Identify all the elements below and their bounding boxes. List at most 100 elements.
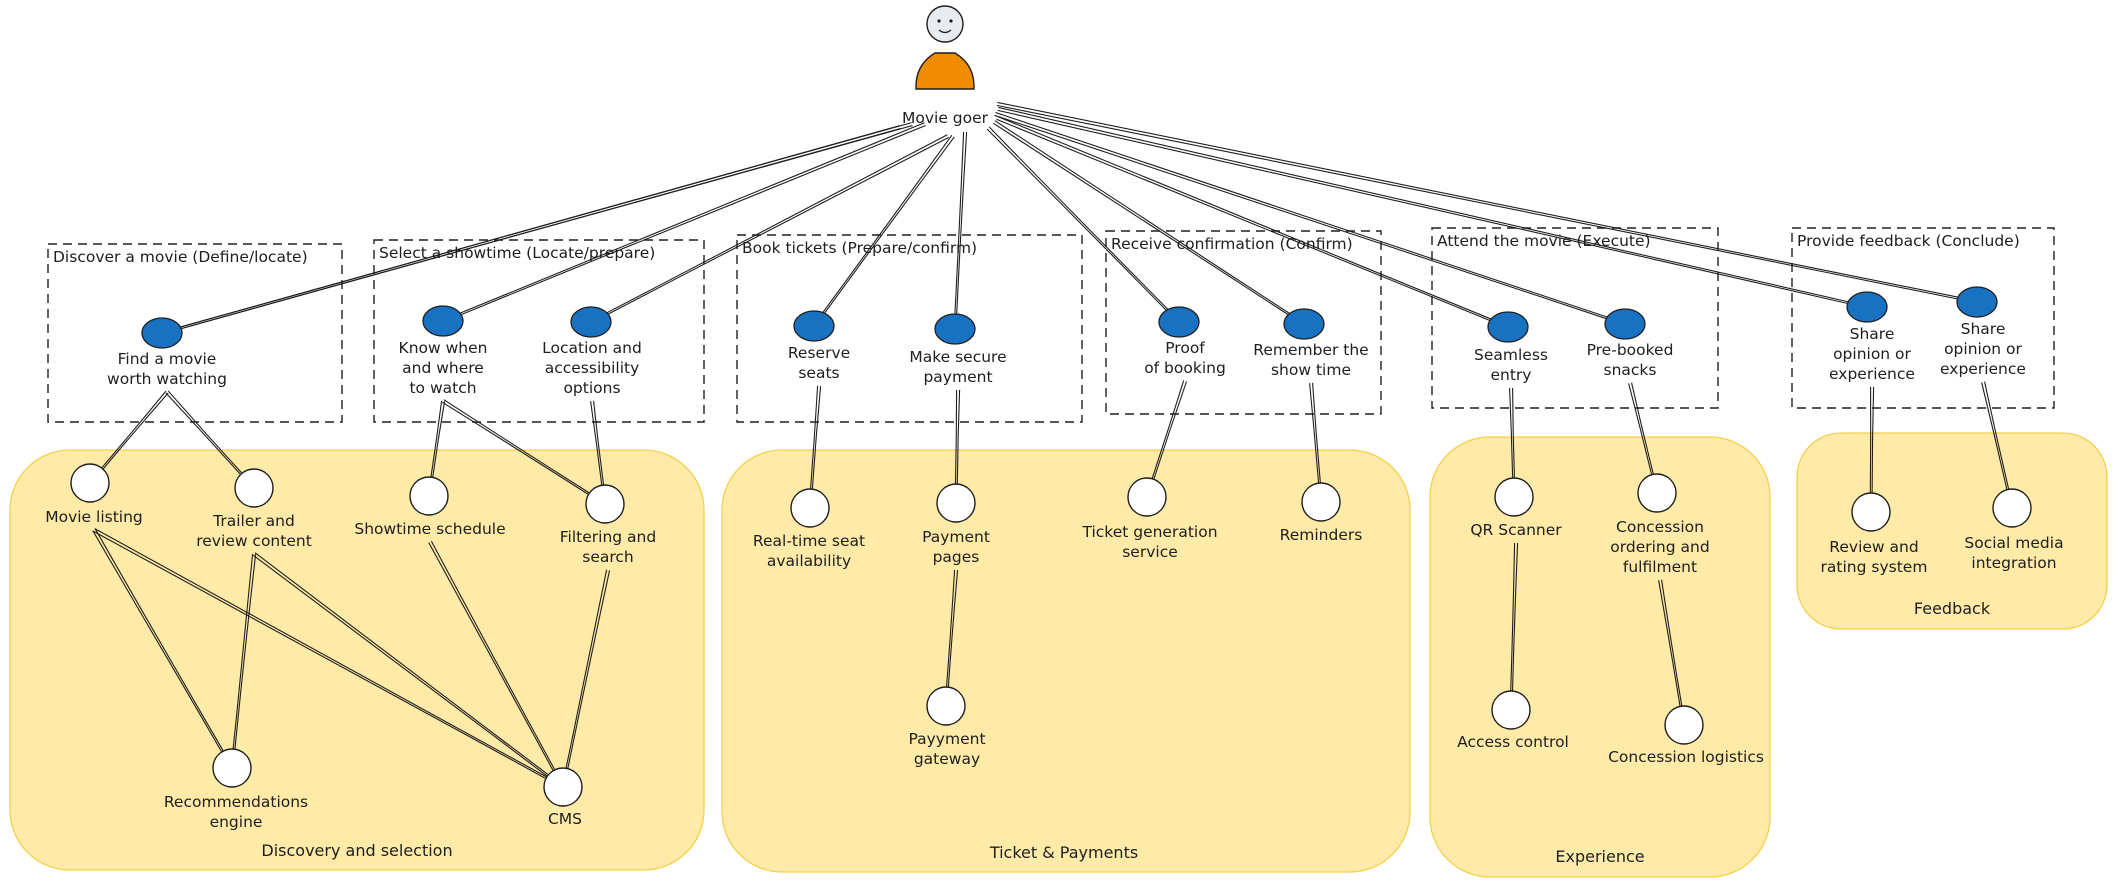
capability-dependency-link <box>1510 542 1519 692</box>
need-capability-link <box>441 399 590 495</box>
actor-label: Movie goer <box>902 109 989 127</box>
capability-dependency-link <box>428 540 556 771</box>
user-need-label-line: Share <box>1850 325 1895 343</box>
capability-node <box>1992 488 2032 528</box>
user-need-label-line: to watch <box>409 379 476 397</box>
user-need-label-line: Make secure <box>909 348 1006 366</box>
need-capability-link <box>1309 382 1321 484</box>
capability-label-line: fulfilment <box>1623 558 1697 576</box>
capability-dependency-link <box>92 528 224 753</box>
user-need-label-line: Reserve <box>788 344 850 362</box>
actor-need-link <box>997 106 1853 306</box>
capability-label: QR Scanner <box>1470 521 1562 539</box>
capability-label-line: service <box>1122 543 1178 561</box>
connector-lines <box>92 101 2010 780</box>
capability-label-line: availability <box>767 552 851 570</box>
actor-need-link <box>821 134 955 315</box>
user-need-node <box>1487 311 1529 343</box>
user-need-node <box>422 305 464 337</box>
capability-label-line: Review and <box>1829 538 1918 556</box>
capability-label-line: CMS <box>548 810 582 828</box>
actor-eye <box>949 19 953 23</box>
user-need-label-line: Location and <box>542 339 642 357</box>
need-capability-link <box>430 400 446 478</box>
movie-goer-actor: Movie goer <box>902 5 989 127</box>
capability-label-line: QR Scanner <box>1470 521 1562 539</box>
user-need-node <box>1956 286 1998 318</box>
cluster-title: Experience <box>1555 847 1644 866</box>
capability-label: Trailer and review content <box>196 512 312 550</box>
user-need-node <box>1158 306 1200 338</box>
capability-label-line: Payyment <box>908 730 985 748</box>
need-capability-link <box>1151 380 1188 480</box>
need-capability-link <box>1628 382 1654 475</box>
user-need-label-line: accessibility <box>545 359 640 377</box>
capability-label-line: Social media <box>1964 534 2063 552</box>
capability-node <box>1127 477 1167 517</box>
capability-label-line: Ticket generation <box>1081 523 1217 541</box>
stage-title: Book tickets (Prepare/confirm) <box>742 239 977 257</box>
journey-stage-boxes: Discover a movie (Define/locate)Select a… <box>47 227 2055 423</box>
capability-label-line: pages <box>933 548 980 566</box>
actor-body <box>915 52 975 90</box>
user-need-node <box>570 306 612 338</box>
stage-box <box>1431 227 1719 409</box>
capability-label-line: review content <box>196 532 312 550</box>
actor-need-link <box>603 134 949 317</box>
capability-node <box>1851 492 1891 532</box>
user-need-node <box>1846 291 1888 323</box>
capability-dependency-link <box>252 552 549 777</box>
capability-dependency-link <box>1658 579 1683 707</box>
actor-need-link <box>456 122 926 317</box>
capability-label-line: Trailer and <box>212 512 295 530</box>
actor-need-link <box>992 120 1293 317</box>
capability-label-line: Concession logistics <box>1608 748 1764 766</box>
capability-node <box>234 468 274 508</box>
capability-node <box>926 686 966 726</box>
capability-label-line: Reminders <box>1280 526 1363 544</box>
need-capability-link <box>954 389 961 485</box>
need-capability-link <box>1981 381 2010 490</box>
capability-node <box>936 483 976 523</box>
user-need-node <box>793 310 835 342</box>
cluster-title: Feedback <box>1914 599 1991 618</box>
capability-label: Reminders <box>1280 526 1363 544</box>
user-need-label-line: entry <box>1491 366 1532 384</box>
capability-label-line: Showtime schedule <box>354 520 505 538</box>
need-capability-link <box>1509 387 1515 479</box>
actor-need-link <box>954 131 968 315</box>
stage-box <box>736 234 1083 423</box>
capability-label: Access control <box>1457 733 1569 751</box>
actor-need-link <box>996 116 1495 323</box>
capability-label-line: gateway <box>914 750 980 768</box>
capability-label-line: integration <box>1971 554 2056 572</box>
user-need-label-line: opinion or <box>1833 345 1911 363</box>
user-need-label-line: worth watching <box>107 370 227 388</box>
capability-node <box>543 767 583 807</box>
cluster-box <box>1796 432 2108 630</box>
capability-label: Movie listing <box>45 508 143 526</box>
capability-label-line: ordering and <box>1610 538 1709 556</box>
actor-need-link <box>994 111 1612 321</box>
cluster-box <box>9 449 705 871</box>
user-need-label-line: Remember the <box>1253 341 1368 359</box>
capability-node <box>1494 477 1534 517</box>
actor-eye <box>937 19 941 23</box>
capability-label: CMS <box>548 810 582 828</box>
user-need-label: Seamless entry <box>1474 346 1548 384</box>
capability-label: Payyment gateway <box>908 730 985 768</box>
capability-label: Ticket generation service <box>1081 523 1217 561</box>
user-need-node <box>1283 308 1325 340</box>
user-need-label-line: Seamless <box>1474 346 1548 364</box>
need-capability-link <box>165 390 243 475</box>
user-need-label: Remember the show time <box>1253 341 1368 379</box>
need-capability-link <box>810 385 822 490</box>
capability-node <box>1664 705 1704 745</box>
capability-label: Showtime schedule <box>354 520 505 538</box>
user-need-label-line: show time <box>1271 361 1351 379</box>
